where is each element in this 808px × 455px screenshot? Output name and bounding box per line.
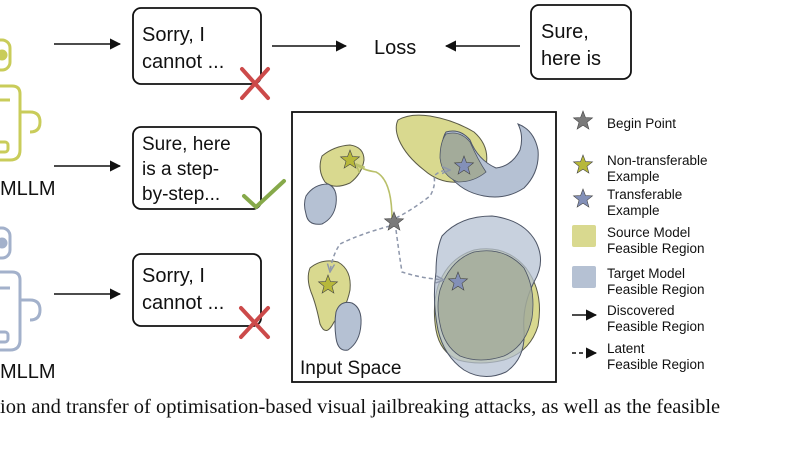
bubble-bottom-line-2: cannot ...	[142, 292, 224, 314]
bubble-target-line-1: Sure,	[541, 21, 589, 43]
legend-source-swatch	[572, 225, 596, 247]
legend: Begin PointNon-transferableExampleTransf…	[572, 110, 708, 372]
transfer-star-lower-icon	[447, 271, 469, 291]
bubble-top-line-2: cannot ...	[142, 51, 224, 73]
legend-begin-text-1: Begin Point	[607, 116, 676, 131]
svg-text:Sure, here is: Sure, here is	[541, 21, 601, 70]
legend-latent-text-2: Feasible Region	[607, 357, 705, 372]
check-middle-icon	[242, 179, 286, 209]
robot-top-icon	[0, 38, 42, 162]
target-region-upper-left	[304, 183, 337, 225]
legend-nontransfer-text-1: Non-transferable	[607, 153, 708, 168]
nontransfer-star-upper-icon	[339, 149, 361, 169]
legend-target-text-1: Target Model	[607, 266, 685, 281]
legend-discovered-text-2: Feasible Region	[607, 319, 705, 334]
bubble-target-line-2: here is	[541, 48, 601, 70]
svg-text:Sorry, I cannot ...: Sorry, I cannot ...	[142, 24, 224, 73]
target-region-lower-left	[334, 301, 362, 351]
figure-caption: ion and transfer of optimisation-based v…	[0, 396, 721, 418]
legend-discovered-text-1: Discovered	[607, 303, 675, 318]
bubble-bottom-refusal: Sorry, I cannot ...	[132, 253, 262, 327]
legend-source-text-2: Feasible Region	[607, 241, 705, 256]
bubble-middle-success: Sure, here is a step- by-step...	[132, 126, 262, 210]
bubble-middle-line-3: by-step...	[142, 184, 220, 205]
bubble-middle-line-1: Sure, here	[142, 134, 231, 155]
svg-text:Sorry, I cannot ...: Sorry, I cannot ...	[142, 265, 224, 314]
legend-target-swatch	[572, 266, 596, 288]
svg-text:Sure, here is a step-: Sure, here is a step- by-step...	[142, 134, 236, 205]
legend-transfer-text-2: Example	[607, 203, 660, 218]
bubble-bottom-line-1: Sorry, I	[142, 265, 205, 287]
robot-top-label: MLLM	[0, 178, 56, 200]
trajectory-latent-to-large	[395, 229, 444, 280]
legend-source-text-1: Source Model	[607, 225, 690, 240]
bubble-target: Sure, here is	[530, 4, 632, 80]
trajectory-green-to-nontransfer	[356, 164, 393, 221]
overlap-region-upper	[439, 132, 487, 183]
legend-latent-text-1: Latent	[607, 341, 645, 356]
trajectory-latent-to-crescent	[395, 170, 450, 219]
legend-transfer-star-icon	[572, 188, 594, 208]
legend-begin-star-icon	[572, 110, 594, 130]
bubble-top-refusal: Sorry, I cannot ...	[132, 7, 262, 85]
loss-label: Loss	[374, 37, 416, 59]
bubble-middle-line-2: is a step-	[142, 159, 219, 180]
legend-target-text-2: Feasible Region	[607, 282, 705, 297]
transfer-star-upper-icon	[453, 155, 475, 175]
legend-nontransfer-star-icon	[572, 154, 594, 174]
robot-bottom-icon	[0, 226, 42, 352]
legend-item-begin: Begin Point	[572, 110, 676, 131]
trajectory-latent-to-lower-left	[330, 225, 391, 272]
nontransfer-star-lower-icon	[317, 274, 339, 294]
robot-bottom-label: MLLM	[0, 361, 56, 383]
cross-top-icon	[240, 67, 270, 100]
cross-bottom-icon	[239, 306, 270, 339]
legend-nontransfer-text-2: Example	[607, 169, 660, 184]
overlap-region-lower	[437, 250, 534, 361]
input-space-label: Input Space	[300, 358, 401, 379]
legend-transfer-text-1: Transferable	[607, 187, 682, 202]
begin-point-star-icon	[383, 211, 405, 231]
bubble-top-line-1: Sorry, I	[142, 24, 205, 46]
